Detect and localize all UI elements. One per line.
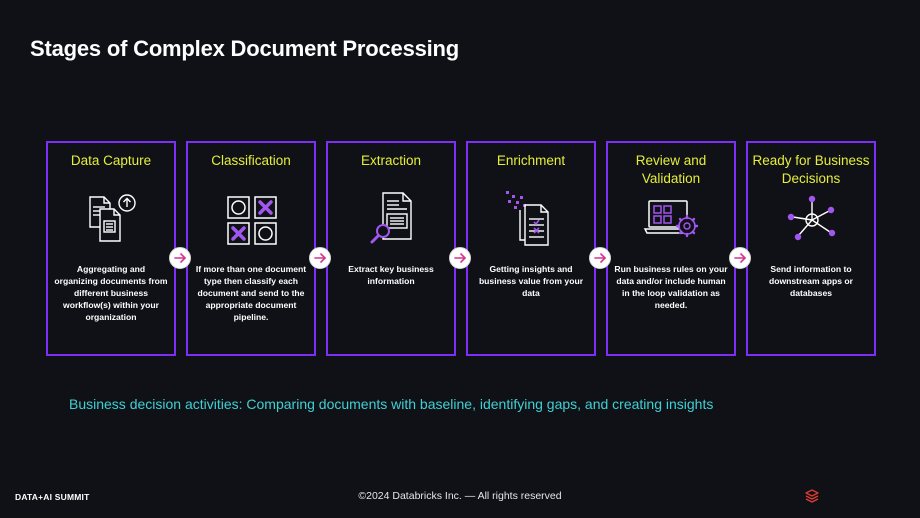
summit-brand-logo: DATA+AI SUMMIT — [15, 492, 90, 502]
stage-classification: Classification If more than one document… — [186, 141, 316, 356]
stage-description: Send information to downstream apps or d… — [768, 264, 854, 298]
databricks-logo-icon — [805, 489, 819, 503]
stage-title: Enrichment — [496, 153, 566, 168]
stage-title: Data Capture — [70, 153, 152, 168]
laptop-settings-icon — [643, 200, 699, 238]
stage-data-capture: Data Capture Aggregating and organizing … — [46, 141, 176, 356]
stage-description: Aggregating and organizing documents fro… — [54, 264, 168, 322]
arrow-right-icon — [729, 247, 751, 269]
business-decision-footnote: Business decision activities: Comparing … — [69, 396, 714, 412]
classification-grid-icon — [227, 196, 277, 245]
page-title: Stages of Complex Document Processing — [30, 36, 460, 61]
stage-extraction: Extraction Extract key business informat… — [326, 141, 456, 356]
stage-title: Extraction — [360, 153, 422, 168]
document-enrichment-icon — [506, 191, 549, 246]
arrow-right-icon — [589, 247, 611, 269]
network-hub-icon — [787, 195, 836, 241]
stage-ready-for-decisions: Ready for Business Decisions Send inform… — [746, 141, 876, 356]
stage-description: Run business rules on your data and/or i… — [614, 264, 728, 310]
stage-review-validation: Review and Validation — [606, 141, 736, 356]
copyright-text: ©2024 Databricks Inc. — All rights reser… — [358, 490, 562, 502]
stage-title: Ready for Business Decisions — [752, 153, 870, 186]
arrow-right-icon — [309, 247, 331, 269]
stage-description: Extract key business information — [348, 264, 434, 286]
stage-enrichment: Enrichment — [466, 141, 596, 356]
stage-description: If more than one document type then clas… — [195, 264, 307, 322]
stage-title: Classification — [211, 153, 291, 168]
arrow-right-icon — [169, 247, 191, 269]
arrow-right-icon — [449, 247, 471, 269]
document-upload-icon — [89, 194, 136, 242]
stage-title: Review and Validation — [635, 153, 707, 186]
document-search-icon — [370, 192, 412, 244]
stage-description: Getting insights and business value from… — [478, 264, 584, 298]
